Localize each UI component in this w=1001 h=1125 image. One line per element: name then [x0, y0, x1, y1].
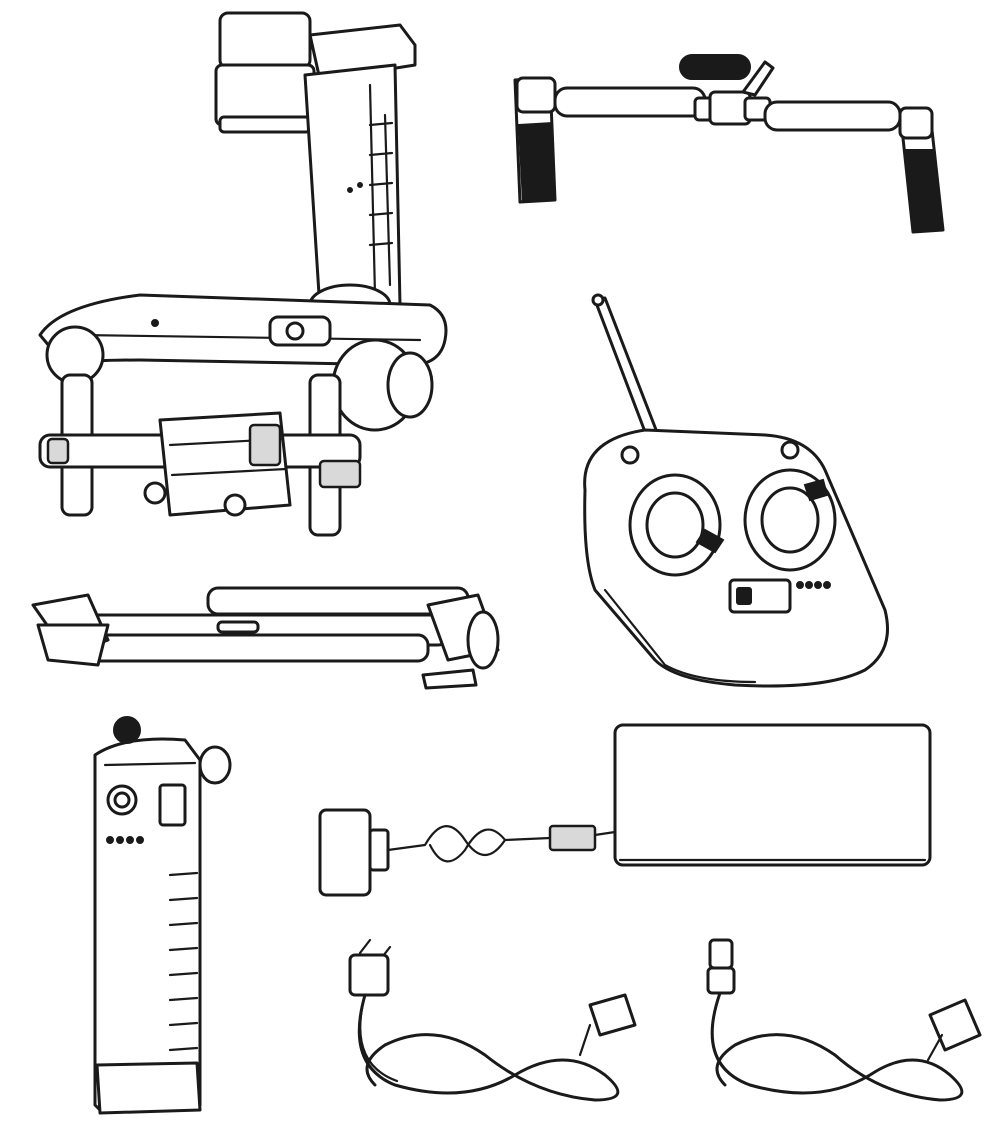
battery-grip-icon: [93, 716, 232, 1115]
remote-controller-illustration: [565, 290, 895, 695]
ac-power-cable-icon: [348, 938, 637, 1102]
battery-illustration: [85, 715, 235, 1120]
handlebar-icon: [513, 54, 945, 234]
usb-cable-illustration: [680, 935, 990, 1110]
ac-power-cable-illustration: [335, 935, 645, 1110]
gimbal-stabilizer-icon: [38, 11, 448, 537]
remote-controller-icon: [583, 293, 889, 688]
power-adapter-illustration: [315, 720, 935, 900]
power-adapter-icon: [318, 723, 932, 897]
usb-cable-icon: [706, 938, 982, 1102]
gimbal-illustration: [20, 5, 460, 545]
dual-handle-bar-illustration: [505, 50, 955, 240]
stand-illustration: [28, 580, 500, 695]
folding-stand-icon: [31, 586, 500, 690]
